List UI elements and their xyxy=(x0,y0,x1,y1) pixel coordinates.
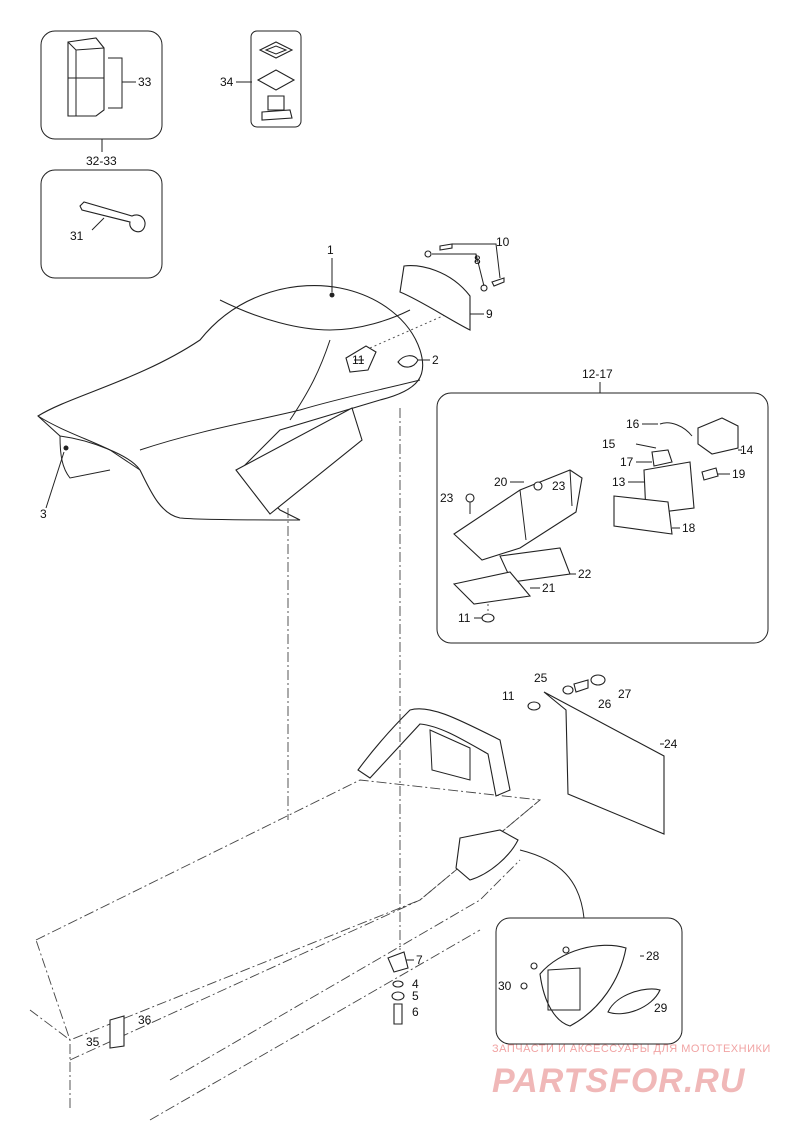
callout-16: 16 xyxy=(626,417,640,431)
callout-6: 6 xyxy=(412,1005,419,1019)
inset-34: 34 xyxy=(220,30,302,128)
snowflap-group: 24 11 25 26 27 xyxy=(502,671,678,835)
callout-3: 3 xyxy=(40,507,47,521)
callout-17: 17 xyxy=(620,455,634,469)
callout-7: 7 xyxy=(416,953,423,967)
callout-13: 13 xyxy=(612,475,626,489)
watermark-line2: PARTSFOR.RU xyxy=(492,1062,746,1100)
callout-1: 1 xyxy=(327,243,334,257)
callout-15: 15 xyxy=(602,437,616,451)
callout-31: 31 xyxy=(70,229,84,243)
callout-4: 4 xyxy=(412,977,419,991)
callout-25: 25 xyxy=(534,671,548,685)
tunnel-chassis xyxy=(29,408,585,1121)
callout-5: 5 xyxy=(412,989,419,1003)
callout-14: 14 xyxy=(740,443,754,457)
bottom-hardware: 7 4 5 6 xyxy=(387,951,423,1025)
callout-27: 27 xyxy=(618,687,632,701)
inset-31: 31 xyxy=(40,169,163,279)
watermark-line1: ЗАПЧАСТИ И АКСЕССУАРЫ ДЛЯ МОТОТЕХНИКИ xyxy=(492,1043,771,1055)
watermark-logo: ЗАПЧАСТИ И АКСЕССУАРЫ ДЛЯ МОТОТЕХНИКИ PA… xyxy=(492,1043,771,1100)
callout-23-right: 23 xyxy=(552,479,566,493)
callout-19: 19 xyxy=(732,467,746,481)
callout-34: 34 xyxy=(220,75,234,89)
callout-22: 22 xyxy=(578,567,592,581)
seat-assembly: 1 3 2 11 xyxy=(37,243,471,521)
callout-28: 28 xyxy=(646,949,660,963)
callout-9: 9 xyxy=(486,307,493,321)
callout-23-left: 23 xyxy=(440,491,454,505)
callout-21: 21 xyxy=(542,581,556,595)
inset-taillight: 28 29 30 xyxy=(495,917,683,1045)
callout-18: 18 xyxy=(682,521,696,535)
callout-8: 8 xyxy=(474,253,481,267)
callout-11-bracket: 11 xyxy=(458,611,471,625)
callout-20: 20 xyxy=(494,475,508,489)
callout-2: 2 xyxy=(432,353,439,367)
callout-36: 36 xyxy=(138,1013,152,1027)
latch-hardware: 35 36 xyxy=(86,1013,152,1049)
callout-10: 10 xyxy=(496,235,510,249)
callout-33: 33 xyxy=(138,75,152,89)
callout-29: 29 xyxy=(654,1001,668,1015)
callout-30: 30 xyxy=(498,979,512,993)
callout-32-33: 32-33 xyxy=(86,154,117,168)
grab-handle-group: 9 8 10 xyxy=(399,235,510,331)
callout-12-17: 12-17 xyxy=(582,367,613,381)
callout-24: 24 xyxy=(664,737,678,751)
callout-35: 35 xyxy=(86,1035,100,1049)
inset-32-33: 33 32-33 xyxy=(40,30,163,168)
callout-26: 26 xyxy=(598,697,612,711)
callout-11-seat: 11 xyxy=(352,353,365,367)
inset-12-17: 12-17 14 16 15 17 19 13 18 20 xyxy=(436,367,769,644)
callout-11-flap: 11 xyxy=(502,689,515,703)
